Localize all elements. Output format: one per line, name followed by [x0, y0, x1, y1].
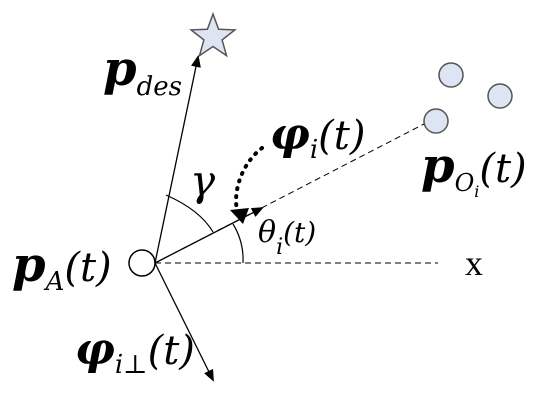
perpendicular-direction-arrow: [154, 262, 214, 382]
label-p-a: pA(t): [12, 237, 112, 297]
goal-star-icon: [189, 11, 237, 58]
agent-circle: [128, 249, 156, 277]
label-phi-i: φi(t): [270, 109, 365, 165]
goal-direction-arrow: [154, 55, 201, 264]
label-phi-perp: φi⊥(t): [75, 324, 195, 380]
label-p-oi: pOi(t): [421, 138, 527, 201]
label-p-des: pdes: [103, 41, 182, 102]
obstacle-circle: [487, 83, 513, 109]
label-x-axis: x: [465, 243, 483, 283]
obstacle-circle: [438, 62, 464, 88]
dotted-curve-arrowhead: [230, 208, 249, 224]
obstacle-circle: [423, 108, 449, 134]
label-gamma: γ: [190, 156, 216, 205]
theta-angle-arc: [232, 223, 244, 264]
phi-direction-arrow: [154, 207, 264, 264]
label-theta-i: θi(t): [258, 215, 316, 260]
dotted-curve-arrow: [234, 146, 264, 216]
gamma-angle-arc: [165, 194, 214, 233]
